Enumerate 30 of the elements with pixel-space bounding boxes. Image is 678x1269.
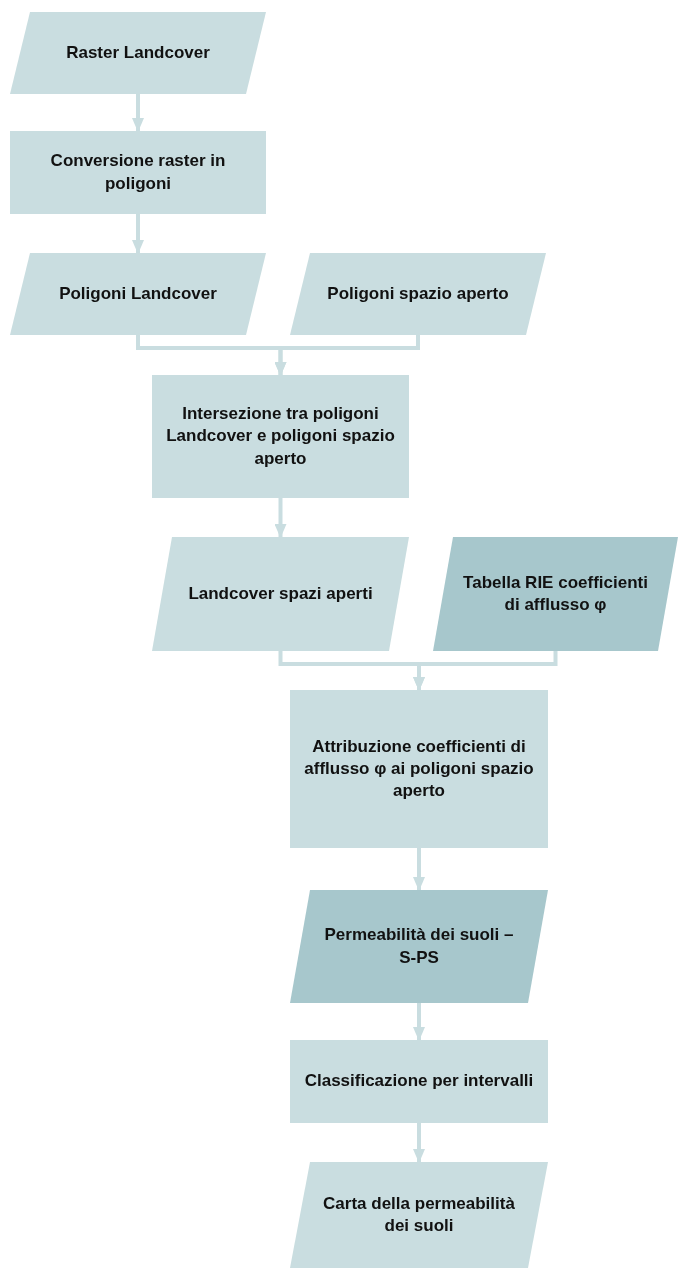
node-label: Poligoni Landcover bbox=[59, 282, 217, 305]
data-parallelogram bbox=[290, 890, 548, 1003]
arrow bbox=[413, 848, 425, 891]
arrow bbox=[413, 651, 558, 691]
arrow bbox=[413, 1003, 425, 1041]
node-label: Classificazione per intervalli bbox=[304, 1070, 534, 1093]
process-box bbox=[290, 1040, 548, 1123]
node-label: Intersezione tra poligoni Landcover e poligoni spazio aperto bbox=[166, 403, 395, 470]
node-label: Raster Landcover bbox=[66, 41, 210, 64]
arrow bbox=[413, 1123, 425, 1163]
data-parallelogram bbox=[433, 537, 678, 651]
node-label: Tabella RIE coefficienti di afflusso φ bbox=[463, 571, 648, 616]
node-label: Carta della permeabilità dei suoli bbox=[322, 1192, 516, 1237]
data-parallelogram bbox=[10, 253, 266, 335]
process-box bbox=[10, 131, 266, 214]
node-label: Landcover spazi aperti bbox=[188, 582, 373, 605]
arrow bbox=[132, 214, 144, 254]
process-box bbox=[290, 690, 548, 848]
arrow bbox=[274, 498, 287, 538]
node-label: Attribuzione coefficienti di afflusso φ ai poligoni spazio aperto bbox=[304, 735, 534, 803]
data-parallelogram bbox=[290, 253, 546, 335]
node-label: Permeabilità dei suoli – S-PS bbox=[323, 924, 515, 969]
arrow bbox=[274, 335, 420, 376]
arrow bbox=[132, 94, 144, 132]
process-box bbox=[152, 375, 409, 498]
data-parallelogram bbox=[152, 537, 409, 651]
data-parallelogram bbox=[10, 12, 266, 94]
node-label: Conversione raster in poligoni bbox=[49, 150, 227, 195]
node-label: Poligoni spazio aperto bbox=[327, 282, 509, 305]
data-parallelogram bbox=[290, 1162, 548, 1268]
